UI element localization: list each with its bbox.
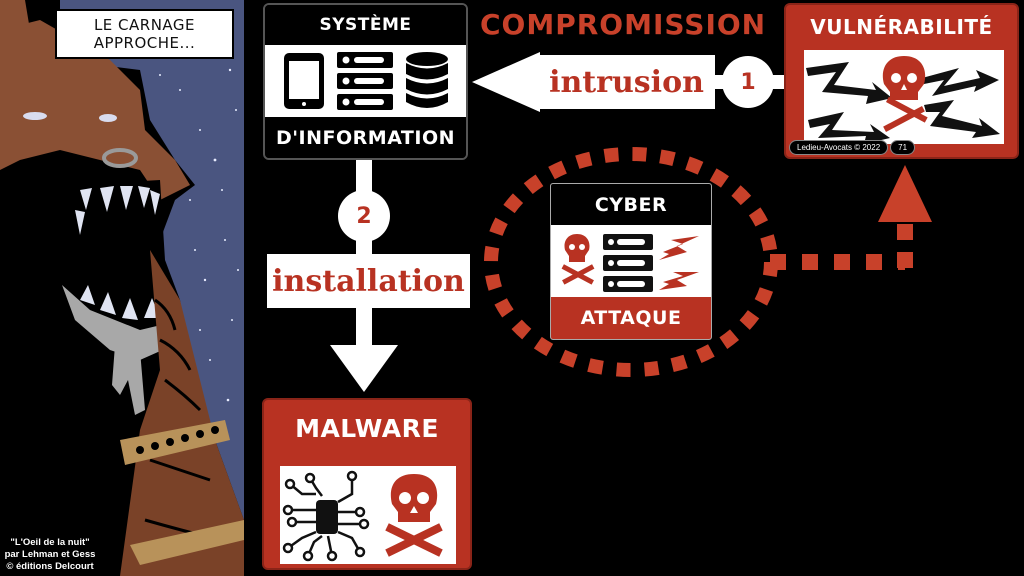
server-rack-icon <box>336 52 393 110</box>
diagram-title: COMPROMISSION <box>480 8 767 41</box>
malware-card-icons <box>280 466 456 564</box>
monster-illustration <box>0 0 244 576</box>
comic-caption-box: LE CARNAGE APPROCHE... <box>55 9 234 59</box>
comic-credits: "L'Oeil de la nuit" par Lehman et Gess ©… <box>0 537 100 573</box>
database-icon <box>405 52 448 108</box>
lightning-arrow-icon <box>659 236 699 290</box>
step-2-badge: 2 <box>338 190 390 242</box>
malware-card-title: MALWARE <box>295 413 439 443</box>
vulnerability-card-icons <box>804 50 1004 144</box>
credits-publisher: © éditions Delcourt <box>6 561 94 572</box>
caption-line-2: APPROCHE... <box>93 34 196 52</box>
vulnerability-arrowhead <box>878 165 932 222</box>
vulnerability-card: VULNÉRABILITÉ <box>784 3 1019 159</box>
skull-crossbones-icon <box>385 474 443 557</box>
copyright-author: Ledieu-Avocats © 2022 <box>789 140 889 155</box>
stars-decoration <box>79 11 239 441</box>
vulnerability-illustration <box>806 56 1000 144</box>
server-rack-icon <box>603 234 653 292</box>
smartphone-icon <box>283 53 324 109</box>
vulnerability-card-title: VULNÉRABILITÉ <box>810 14 993 39</box>
skull-crossbones-icon <box>882 56 928 132</box>
malware-card: MALWARE <box>262 398 472 570</box>
circuit-chip-icon <box>282 470 370 562</box>
si-card-icons <box>265 45 466 117</box>
lightning-arrow-icon <box>806 62 1000 144</box>
credits-title: "L'Oeil de la nuit" <box>10 537 90 548</box>
copyright-watermark: Ledieu-Avocats © 2022 71 <box>789 140 916 155</box>
si-card-title: SYSTÈME <box>265 5 466 45</box>
caption-line-1: LE CARNAGE <box>93 16 196 34</box>
cyberattack-card-subtitle: ATTAQUE <box>551 297 711 339</box>
malware-illustration <box>282 470 443 562</box>
cyberattack-card: CYBER ATTAQUE <box>550 183 712 340</box>
slide-page-number: 71 <box>890 140 916 155</box>
intrusion-label: intrusion <box>538 55 715 109</box>
intrusion-arrowhead <box>472 52 540 112</box>
comic-panel: LE CARNAGE APPROCHE... "L'Oeil de la nui… <box>0 0 244 576</box>
si-card-subtitle: D'INFORMATION <box>265 117 466 158</box>
cyberattack-illustration <box>561 234 699 292</box>
skull-crossbones-icon <box>561 234 595 285</box>
installation-arrowhead <box>330 345 398 392</box>
step-1-badge: 1 <box>722 56 774 108</box>
installation-label: installation <box>267 254 470 308</box>
information-system-card: SYSTÈME D'INFORMATION <box>263 3 468 160</box>
cyberattack-card-title: CYBER <box>551 184 711 225</box>
credits-authors: par Lehman et Gess <box>4 549 96 560</box>
